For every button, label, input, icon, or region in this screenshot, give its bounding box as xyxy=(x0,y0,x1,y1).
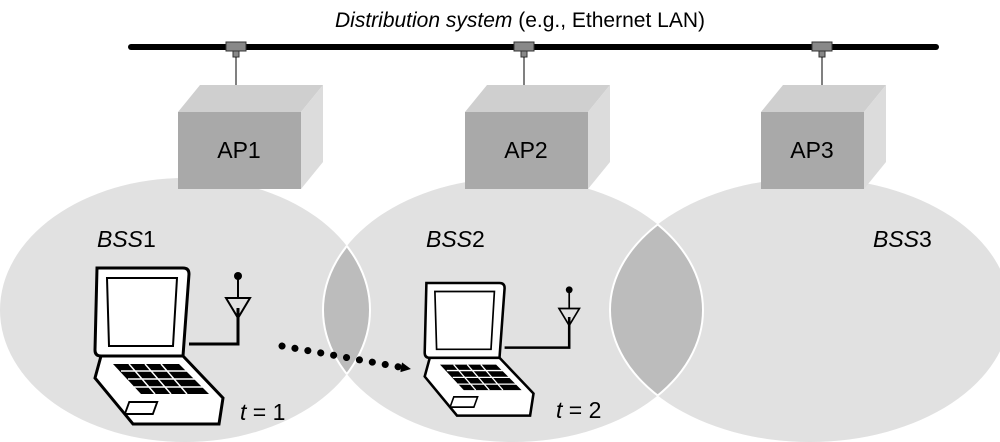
access-point-ap2: AP2 xyxy=(465,85,610,189)
bss1-label: BSS1 xyxy=(97,226,156,252)
distribution-system xyxy=(128,41,939,85)
diagram-title: Distribution system (e.g., Ethernet LAN) xyxy=(335,9,705,32)
laptop-icon xyxy=(423,281,581,417)
bus-tap-ap3 xyxy=(811,41,833,85)
ap-label: AP2 xyxy=(504,137,547,163)
movement-arrow xyxy=(278,342,411,373)
time-label-2: t = 2 xyxy=(556,397,601,423)
bus-tap-ap1 xyxy=(225,41,247,85)
access-point-ap1: AP1 xyxy=(178,85,323,189)
time-label-1: t = 1 xyxy=(240,399,285,425)
ap-label: AP3 xyxy=(790,137,833,163)
ap-label: AP1 xyxy=(217,137,260,163)
bss3-cell xyxy=(610,178,1000,442)
bss2-label: BSS2 xyxy=(426,226,485,252)
bus-tap-ap2 xyxy=(513,41,535,85)
bss2-cell xyxy=(323,178,703,442)
bss3-label: BSS3 xyxy=(873,226,932,252)
laptop-icon xyxy=(93,266,252,426)
access-point-ap3: AP3 xyxy=(761,85,886,189)
bss-cells xyxy=(0,178,1000,442)
